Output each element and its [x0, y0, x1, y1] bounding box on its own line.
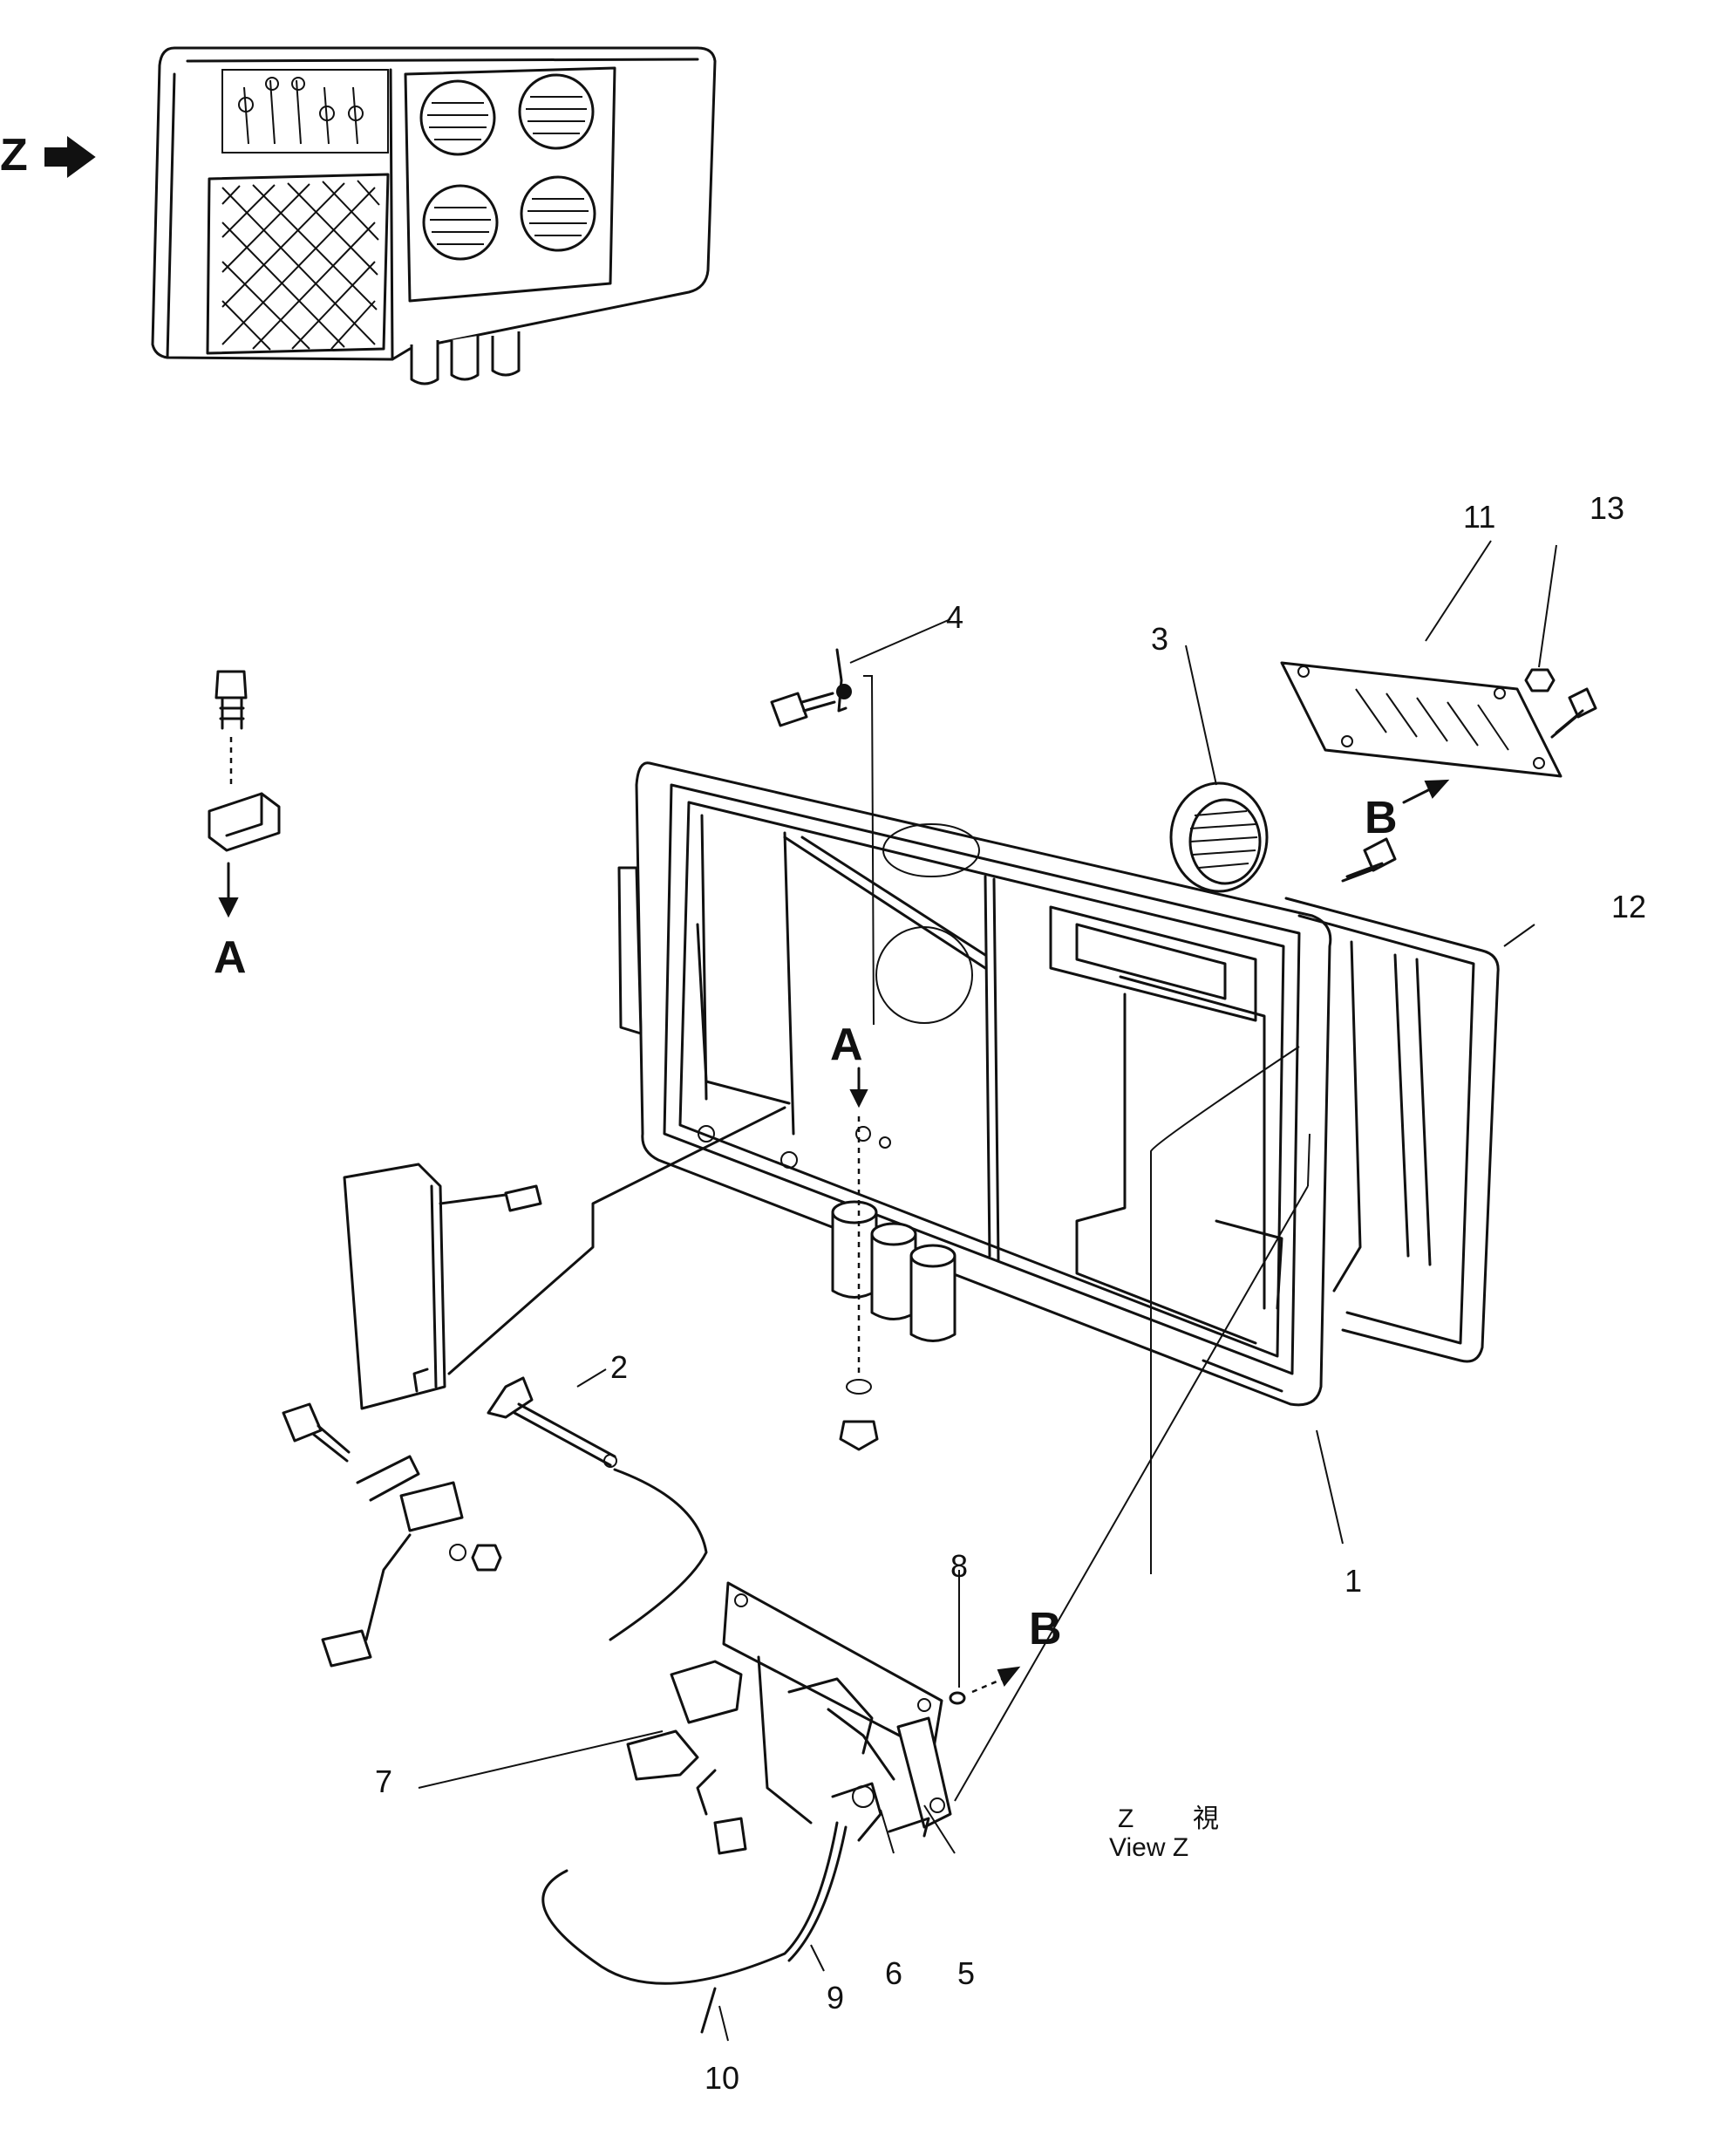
view-caption-title: View Z: [1109, 1833, 1188, 1862]
ref-label-b-lower: B: [1029, 1604, 1062, 1654]
left-flap: [343, 1106, 786, 1410]
part-number-3: 3: [1151, 621, 1168, 657]
view-caption-kanji: 視: [1193, 1804, 1219, 1833]
part-4-clip: [770, 648, 875, 1026]
part-13-nut: [1524, 668, 1556, 692]
center-a-callout: A: [830, 1020, 879, 1451]
part-number-6: 6: [885, 1955, 902, 1991]
part-number-2: 2: [610, 1349, 628, 1385]
frame-pipes: [831, 1200, 957, 1342]
part-11-plate: [1280, 661, 1562, 778]
part-number-5: 5: [957, 1955, 975, 1991]
bracket-a-detail: A: [208, 670, 281, 983]
part-number-4: 4: [946, 599, 963, 635]
part-number-labels: 1 2 3 4 5 6 7 8 9 10 11 12 13: [375, 490, 1646, 2096]
screw-12: [1341, 837, 1397, 883]
part-number-1: 1: [1345, 1563, 1362, 1599]
part-number-10: 10: [705, 2060, 739, 2096]
part-3-vent: [1169, 781, 1269, 893]
ref-label-a-center: A: [830, 1020, 863, 1070]
part-number-9: 9: [827, 1980, 844, 2016]
main-frame: [617, 761, 1332, 1407]
part-2-link: [487, 1376, 708, 1641]
view-caption-letter: Z: [1118, 1804, 1134, 1833]
b-right-callout: B: [1365, 779, 1450, 843]
leader-lines: [418, 540, 1557, 2042]
part-number-12: 12: [1611, 889, 1646, 924]
screw-11: [1550, 687, 1597, 739]
view-z-unit: Z: [0, 46, 717, 385]
view-caption: Z 視 View Z: [1109, 1804, 1219, 1862]
ref-label-b-right: B: [1365, 793, 1398, 843]
view-z-arrow-icon: [44, 136, 96, 178]
part-number-13: 13: [1590, 490, 1624, 526]
part-8-and-b: B: [949, 1604, 1062, 1705]
microswitch: [282, 1402, 502, 1668]
part-number-7: 7: [375, 1763, 392, 1799]
control-unit: [541, 1581, 952, 2034]
ref-label-a-left: A: [214, 932, 247, 983]
part-number-8: 8: [950, 1548, 968, 1584]
part-12-cover: [1284, 897, 1500, 1363]
part-number-11: 11: [1463, 499, 1495, 535]
view-z-letter: Z: [0, 130, 28, 181]
